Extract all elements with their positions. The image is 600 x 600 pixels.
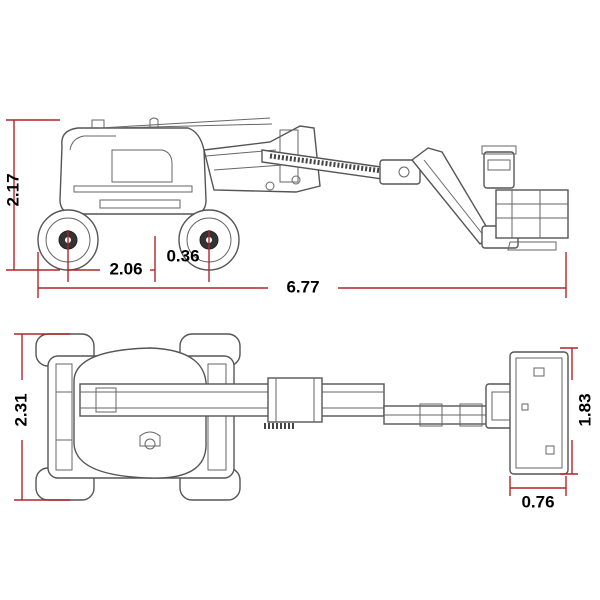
height-dimension [6, 119, 60, 271]
top-view: 2.31 1.83 0.76 [11, 333, 594, 511]
wheelbase-label: 2.06 [109, 259, 142, 278]
width-label: 2.31 [11, 393, 30, 426]
platform-length-label: 1.83 [575, 393, 594, 426]
side-view-platform [481, 145, 569, 251]
top-view-platform [485, 351, 569, 475]
side-view-chassis [59, 117, 273, 215]
offset-label: 0.36 [166, 246, 199, 265]
wheelbase-dimension [67, 230, 210, 282]
platform-length-dimension [560, 347, 578, 475]
side-view: 2.17 2.06 0.36 6.77 [3, 117, 569, 298]
width-dimension [14, 333, 70, 501]
overall-length-label: 6.77 [286, 277, 319, 296]
platform-width-dimension [509, 476, 567, 496]
overall-length-dimension [37, 252, 567, 298]
platform-width-label: 0.76 [521, 492, 554, 511]
side-view-main-boom [261, 149, 421, 185]
height-label: 2.17 [3, 173, 22, 206]
